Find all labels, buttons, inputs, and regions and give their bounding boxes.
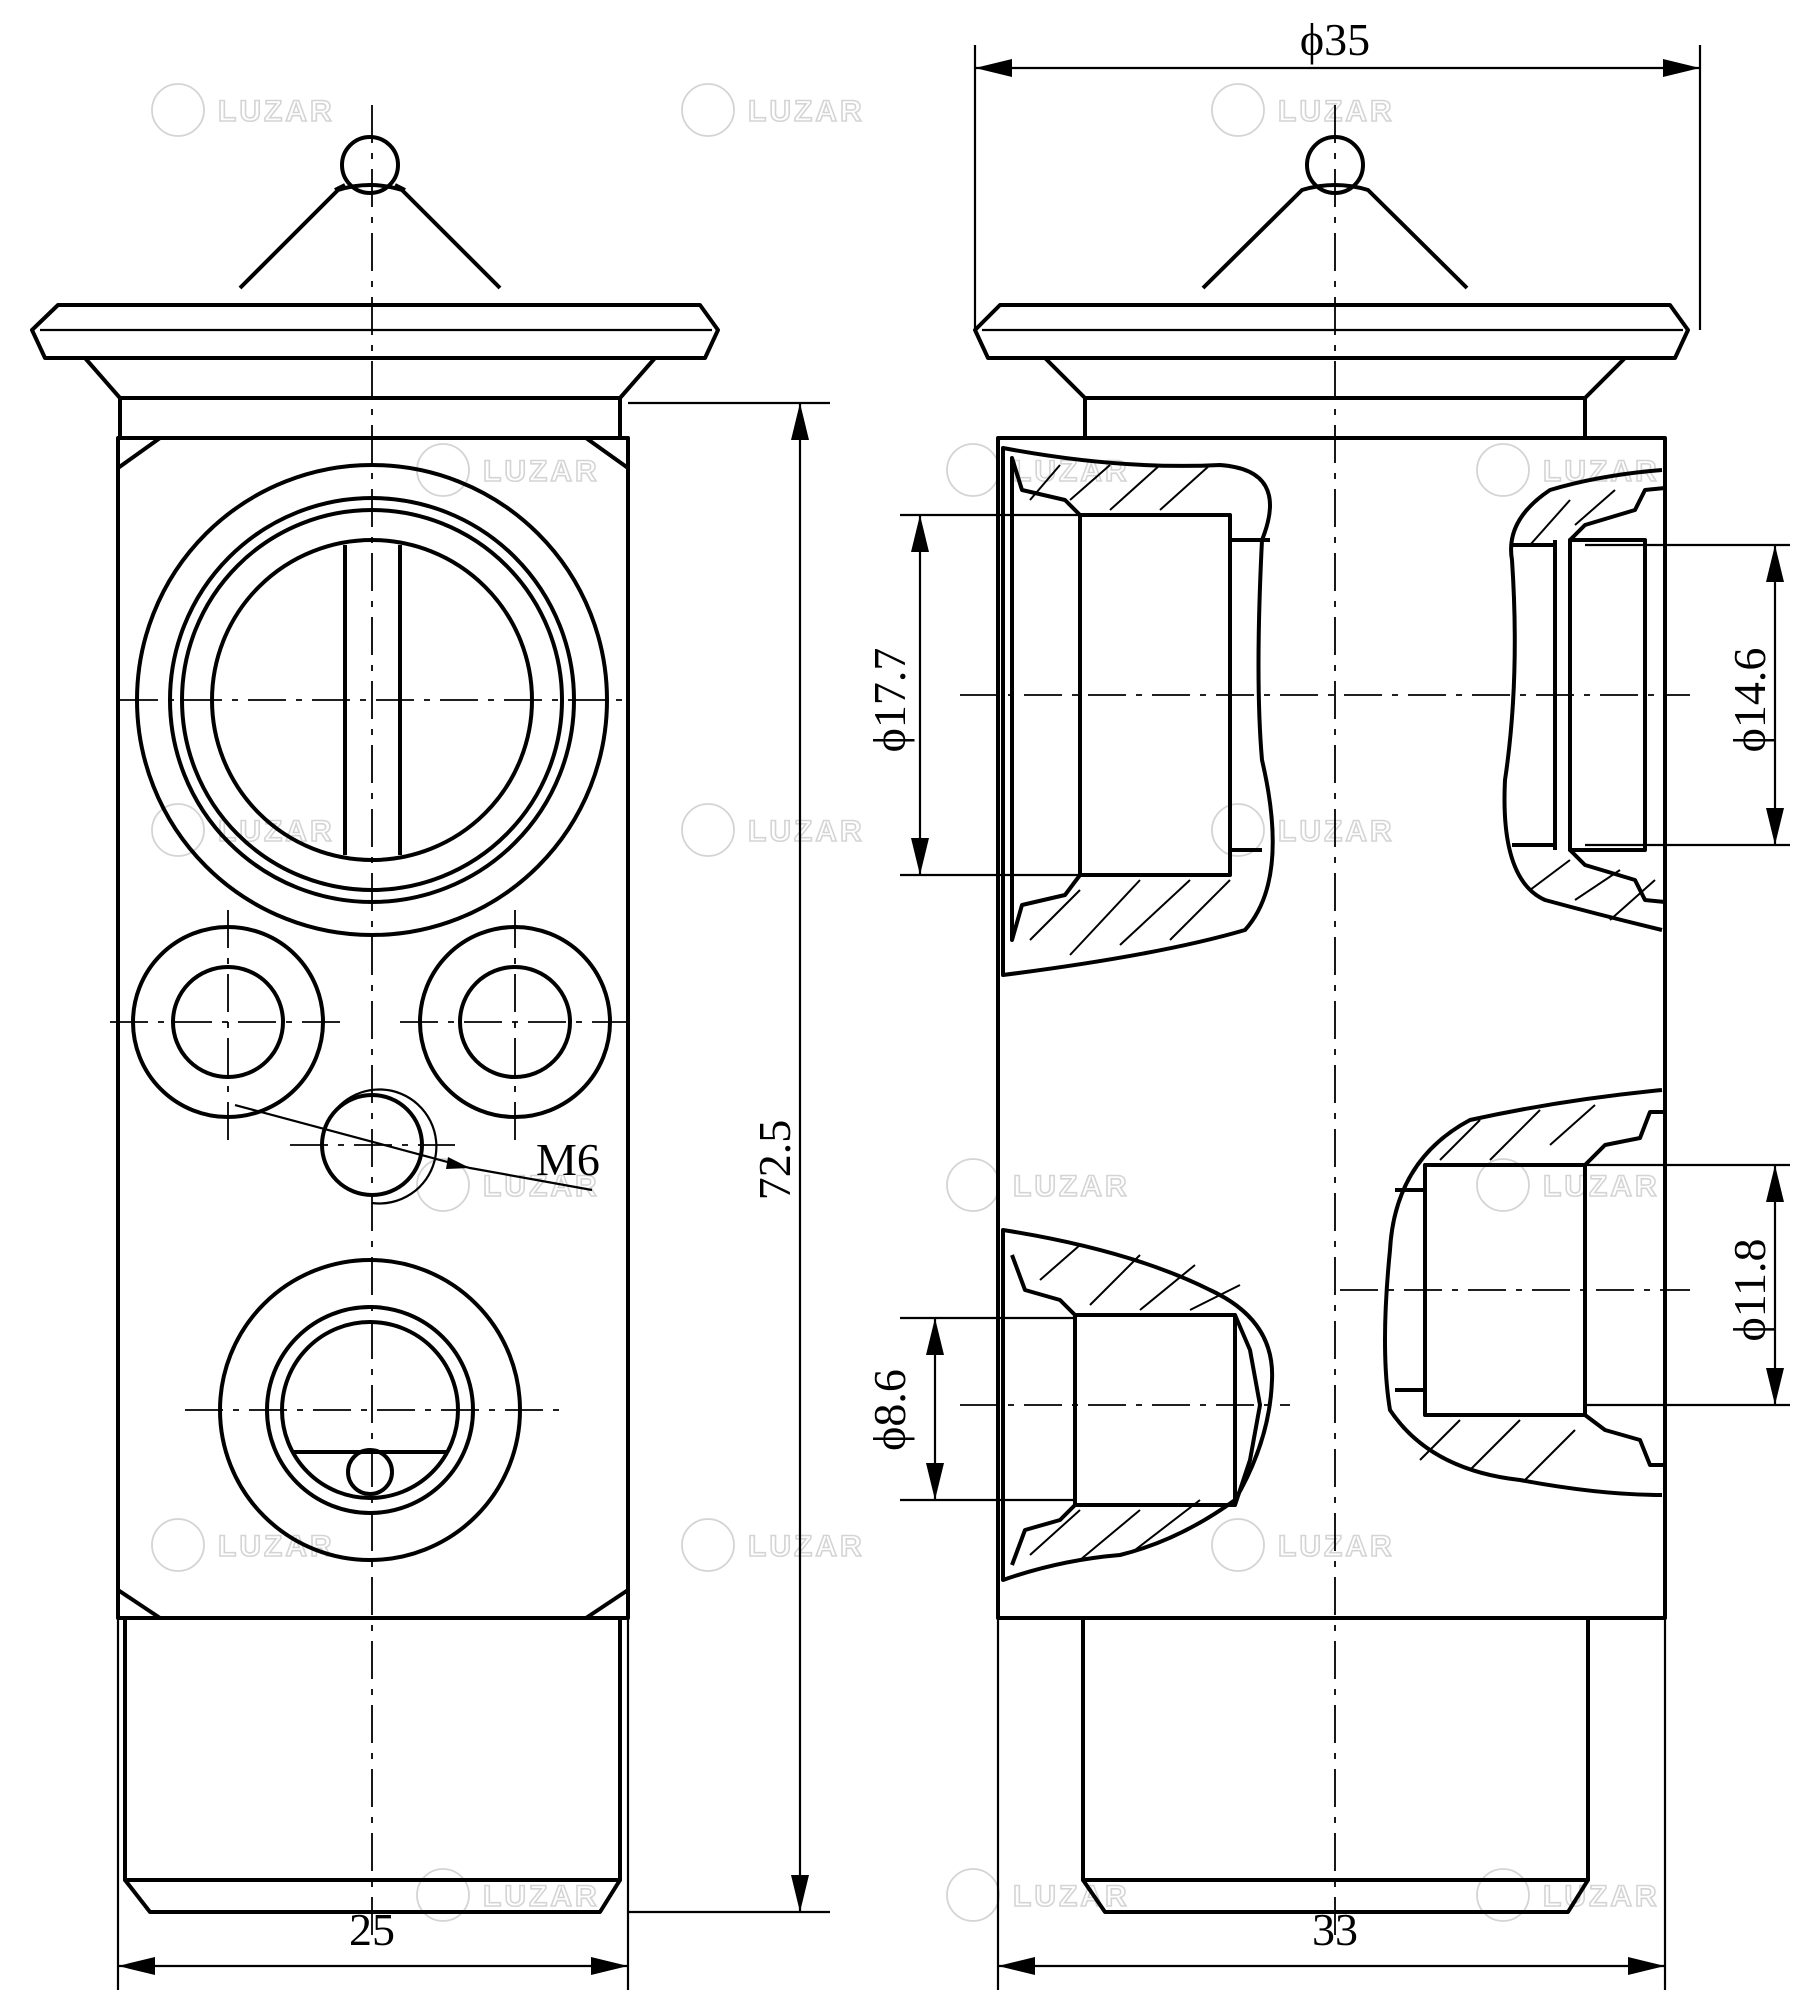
watermark: LUZAR xyxy=(946,1868,1130,1922)
top-diameter-label: ϕ35 xyxy=(1300,14,1370,65)
svg-text:LUZAR: LUZAR xyxy=(748,95,865,128)
watermark: LUZAR xyxy=(416,1868,600,1922)
hatch-lower-right xyxy=(1419,1104,1596,1481)
section-lower-left xyxy=(1001,1228,1275,1582)
watermark: LUZAR xyxy=(1211,83,1395,137)
small-port-right-bore xyxy=(458,965,572,1079)
thread-label: M6 xyxy=(536,1134,600,1185)
watermark: LUZAR xyxy=(151,803,332,857)
front-view: M6 72.5 25 xyxy=(30,105,830,1990)
svg-text:LUZAR: LUZAR xyxy=(1543,1170,1660,1203)
bottom-stem xyxy=(1081,1616,1590,1882)
bottom-stem xyxy=(123,1616,622,1882)
svg-text:LUZAR: LUZAR xyxy=(1278,815,1395,848)
dim-label-11-8: ϕ11.8 xyxy=(1724,1238,1775,1341)
svg-text:LUZAR: LUZAR xyxy=(483,1880,600,1913)
svg-text:LUZAR: LUZAR xyxy=(1013,1880,1130,1913)
width-dim-label: 25 xyxy=(349,1904,395,1955)
dim-label-8-6: ϕ8.6 xyxy=(864,1369,915,1451)
watermark: LUZAR xyxy=(151,83,335,137)
cutaway-boundary xyxy=(1001,1228,1275,1582)
watermark: LUZAR xyxy=(681,1518,865,1572)
bore-lower-left xyxy=(1073,1313,1237,1507)
watermark: LUZAR xyxy=(1476,1868,1660,1922)
watermark: LUZAR xyxy=(681,83,865,137)
hatch-upper-left xyxy=(1029,464,1231,956)
side-view: ϕ35 xyxy=(864,14,1790,1990)
front-body xyxy=(116,436,630,1620)
drill-tip xyxy=(1233,1314,1262,1506)
watermark: LUZAR xyxy=(1476,1158,1660,1212)
neck xyxy=(118,396,622,440)
cutaway-boundary xyxy=(1001,446,1275,977)
flange-cup xyxy=(83,356,657,400)
svg-text:LUZAR: LUZAR xyxy=(1278,1530,1395,1563)
svg-text:LUZAR: LUZAR xyxy=(1013,1170,1130,1203)
watermark: LUZAR xyxy=(946,443,1127,497)
lower-port-bore xyxy=(280,1320,460,1500)
watermark: LUZAR xyxy=(151,1518,335,1572)
watermark: LUZAR xyxy=(1211,1518,1395,1572)
section-upper-left xyxy=(1001,446,1275,977)
lower-port-ball xyxy=(346,1448,394,1496)
small-port-left-bore xyxy=(171,965,285,1079)
watermark: LUZAR xyxy=(1476,443,1657,497)
m6-thread-arc xyxy=(329,1088,438,1205)
watermark: LUZAR xyxy=(946,1158,1130,1212)
svg-text:LUZAR: LUZAR xyxy=(483,455,600,488)
top-cone xyxy=(238,183,502,290)
width-dim-label: 33 xyxy=(1312,1904,1358,1955)
body-chamfers xyxy=(116,436,630,1620)
svg-text:LUZAR: LUZAR xyxy=(218,1530,335,1563)
stem-chamfer xyxy=(123,1878,622,1914)
hatch-lower-left xyxy=(1029,1244,1241,1561)
watermark: LUZAR xyxy=(416,443,600,497)
svg-text:LUZAR: LUZAR xyxy=(748,815,865,848)
dim-label-17-7: ϕ17.7 xyxy=(864,648,915,753)
watermark: LUZAR xyxy=(681,803,865,857)
svg-text:LUZAR: LUZAR xyxy=(1278,95,1395,128)
stem-chamfer xyxy=(1081,1878,1590,1914)
height-dim-label: 72.5 xyxy=(749,1120,800,1201)
flange-plate xyxy=(30,303,720,360)
section-lower-right xyxy=(1383,1088,1665,1497)
section-upper-right xyxy=(1502,468,1666,932)
dim-label-14-6: ϕ14.6 xyxy=(1724,648,1775,753)
svg-text:LUZAR: LUZAR xyxy=(1543,1880,1660,1913)
cutaway-boundary xyxy=(1502,468,1663,932)
cutaway-boundary xyxy=(1383,1088,1663,1497)
svg-text:LUZAR: LUZAR xyxy=(748,1530,865,1563)
hatch-upper-right xyxy=(1529,489,1656,921)
svg-text:LUZAR: LUZAR xyxy=(218,95,335,128)
top-knob xyxy=(340,135,400,195)
flange-plate xyxy=(973,303,1690,360)
